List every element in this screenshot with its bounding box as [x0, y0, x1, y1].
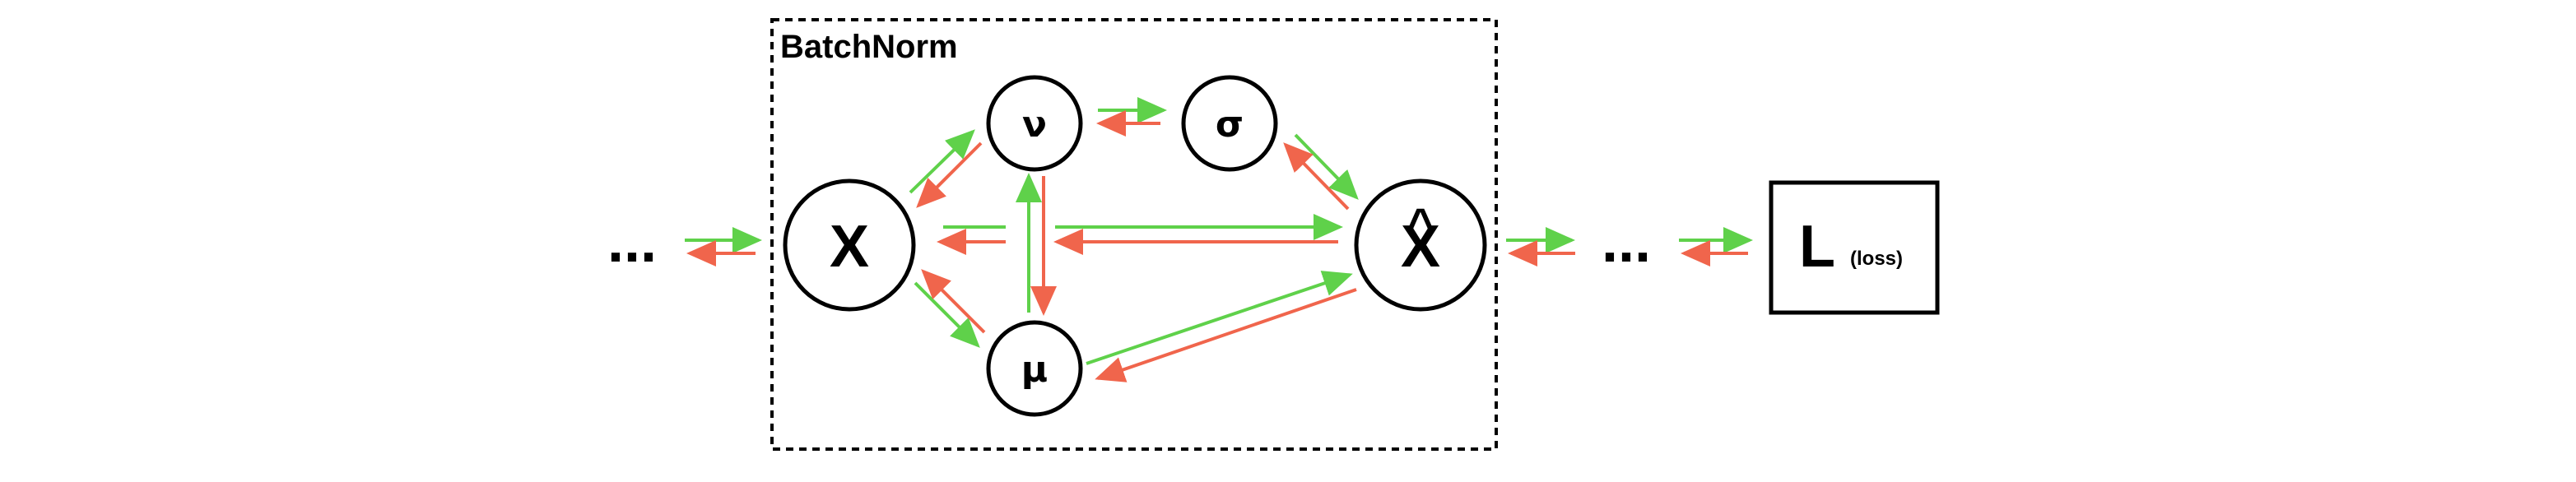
arrows [685, 97, 1753, 382]
right-ellipsis: ... [1602, 209, 1651, 275]
arrow-fwd-mu-to-xhat [1086, 271, 1353, 365]
loss-box-rect [1769, 180, 1940, 315]
node-x: X [783, 178, 916, 312]
left-ellipsis: ... [607, 209, 657, 275]
node-mu: μ [986, 320, 1083, 417]
node-sigma-label: σ [1216, 104, 1244, 146]
node-xhat-accent: ^ [1407, 198, 1434, 250]
loss-main-label: L [1799, 214, 1835, 280]
node-xhat-label: X [1401, 214, 1440, 280]
node-sigma: σ [1181, 75, 1278, 172]
loss-sub-label: (loss) [1850, 248, 1903, 270]
arrow-bwd-xhat-to-mu [1095, 288, 1357, 382]
node-x-circle [783, 178, 916, 312]
arrow-bwd-mu-to-x [921, 269, 986, 334]
node-nu-label: ν [1022, 104, 1047, 146]
arrow-bwd-xhat-to-sigma [1283, 142, 1350, 211]
node-nu: ν [986, 75, 1083, 172]
node-mu-circle [986, 320, 1083, 417]
node-xhat: X ^ [1354, 178, 1487, 312]
frame-title: BatchNorm [780, 29, 958, 65]
node-nu-circle [986, 75, 1083, 172]
batchnorm-frame [770, 18, 1498, 451]
node-sigma-circle [1181, 75, 1278, 172]
node-x-label: X [830, 214, 869, 280]
node-mu-label: μ [1021, 349, 1048, 391]
loss-box: L (loss) [1769, 180, 1940, 315]
node-xhat-circle [1354, 178, 1487, 312]
arrow-bwd-nu-to-x [916, 141, 983, 208]
